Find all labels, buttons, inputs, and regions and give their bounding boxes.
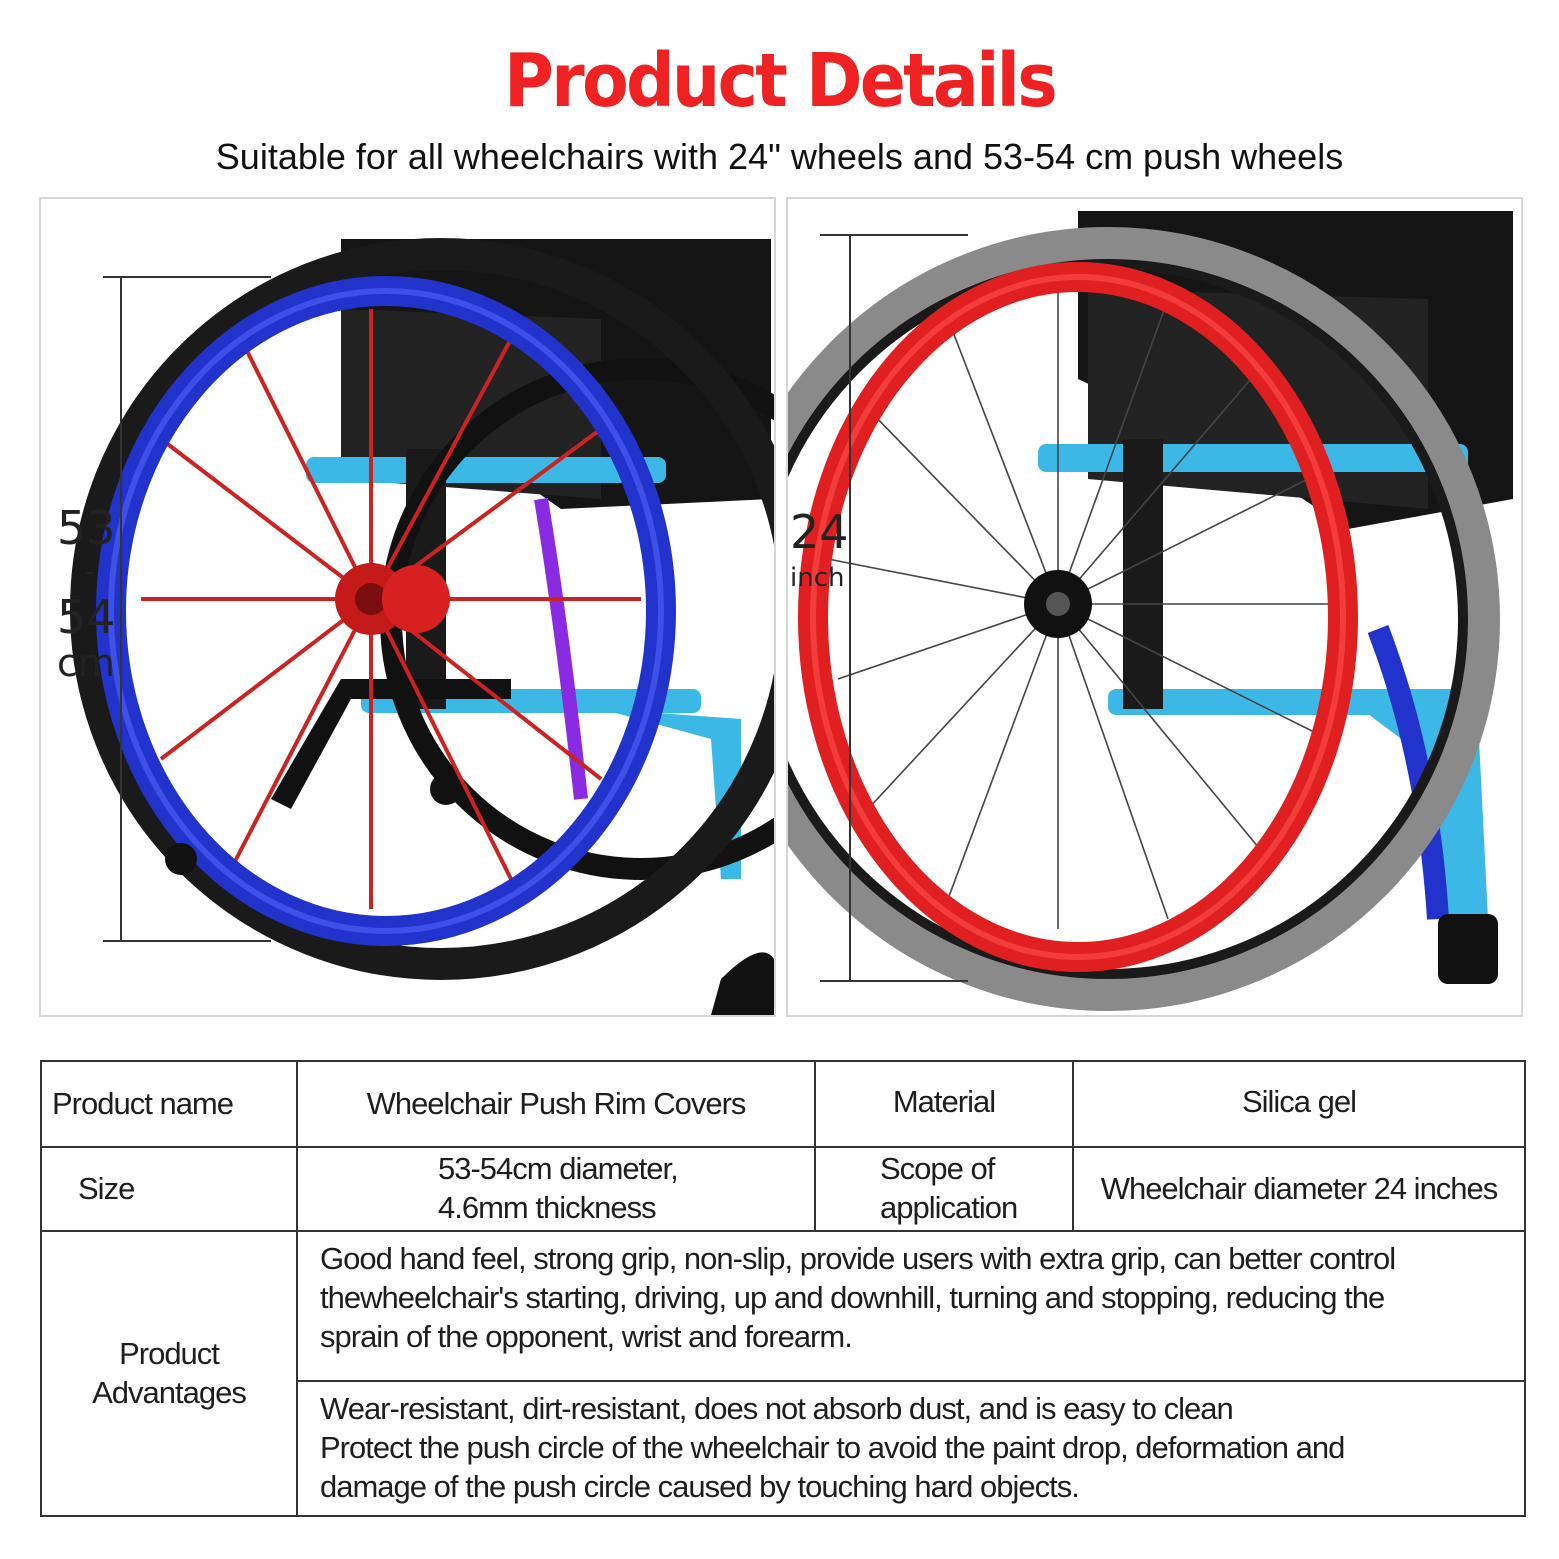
scope-label-line-2: application xyxy=(880,1190,1018,1225)
advantage-2-line-2: Protect the push circle of the wheelchai… xyxy=(320,1429,1345,1465)
right-dimension-number: 24 xyxy=(790,505,849,559)
size-value: 53-54cm diameter, 4.6mm thickness xyxy=(298,1148,814,1230)
right-product-image: 24 inch xyxy=(786,197,1523,1017)
material-label: Material xyxy=(892,1083,996,1119)
advantage-2: Wear-resistant, dirt-resistant, does not… xyxy=(298,1390,1524,1515)
scope-label: Scope of application xyxy=(816,1148,1072,1230)
size-value-line-2: 4.6mm thickness xyxy=(438,1190,657,1225)
material-value: Silica gel xyxy=(1241,1083,1357,1119)
advantage-2-line-3: damage of the push circle caused by touc… xyxy=(320,1468,1080,1504)
left-dimension-separator: - xyxy=(85,557,95,587)
advantage-2-line-1: Wear-resistant, dirt-resistant, does not… xyxy=(320,1391,1234,1426)
right-dimension-unit: inch xyxy=(790,563,845,593)
size-label: Size xyxy=(78,1170,135,1206)
product-name-label: Product name xyxy=(52,1085,234,1121)
advantage-1-line-3: sprain of the opponent, wrist and forear… xyxy=(320,1318,853,1354)
advantage-1-line-1: Good hand feel, strong grip, non-slip, p… xyxy=(320,1241,1396,1276)
advantages-label-line-2: Advantages xyxy=(92,1374,247,1410)
page-title: Product Details xyxy=(503,38,1058,124)
size-value-line-1: 53-54cm diameter, xyxy=(438,1151,679,1187)
scope-value: Wheelchair diameter 24 inches xyxy=(1100,1170,1499,1206)
advantages-label-line-1: Product xyxy=(119,1335,220,1371)
left-dimension-unit: cm xyxy=(57,641,115,685)
red-rim-wheelchair-illustration xyxy=(788,211,1513,1011)
blue-rim-wheelchair-illustration xyxy=(70,238,774,1015)
left-dimension-bottom: 54 xyxy=(57,590,116,644)
left-dimension-top: 53 xyxy=(57,501,116,555)
left-product-image: 53 - 54 cm xyxy=(39,197,776,1017)
page-subtitle: Suitable for all wheelchairs with 24" wh… xyxy=(215,136,1344,177)
scope-label-line-1: Scope of xyxy=(880,1151,995,1187)
advantage-1-line-2: thewheelchair's starting, driving, up an… xyxy=(320,1279,1385,1315)
product-name-value: Wheelchair Push Rim Covers xyxy=(366,1085,747,1121)
advantages-label: Product Advantages xyxy=(42,1232,296,1515)
spec-table: Product name Wheelchair Push Rim Covers … xyxy=(40,1060,1526,1517)
advantage-1: Good hand feel, strong grip, non-slip, p… xyxy=(298,1240,1524,1380)
